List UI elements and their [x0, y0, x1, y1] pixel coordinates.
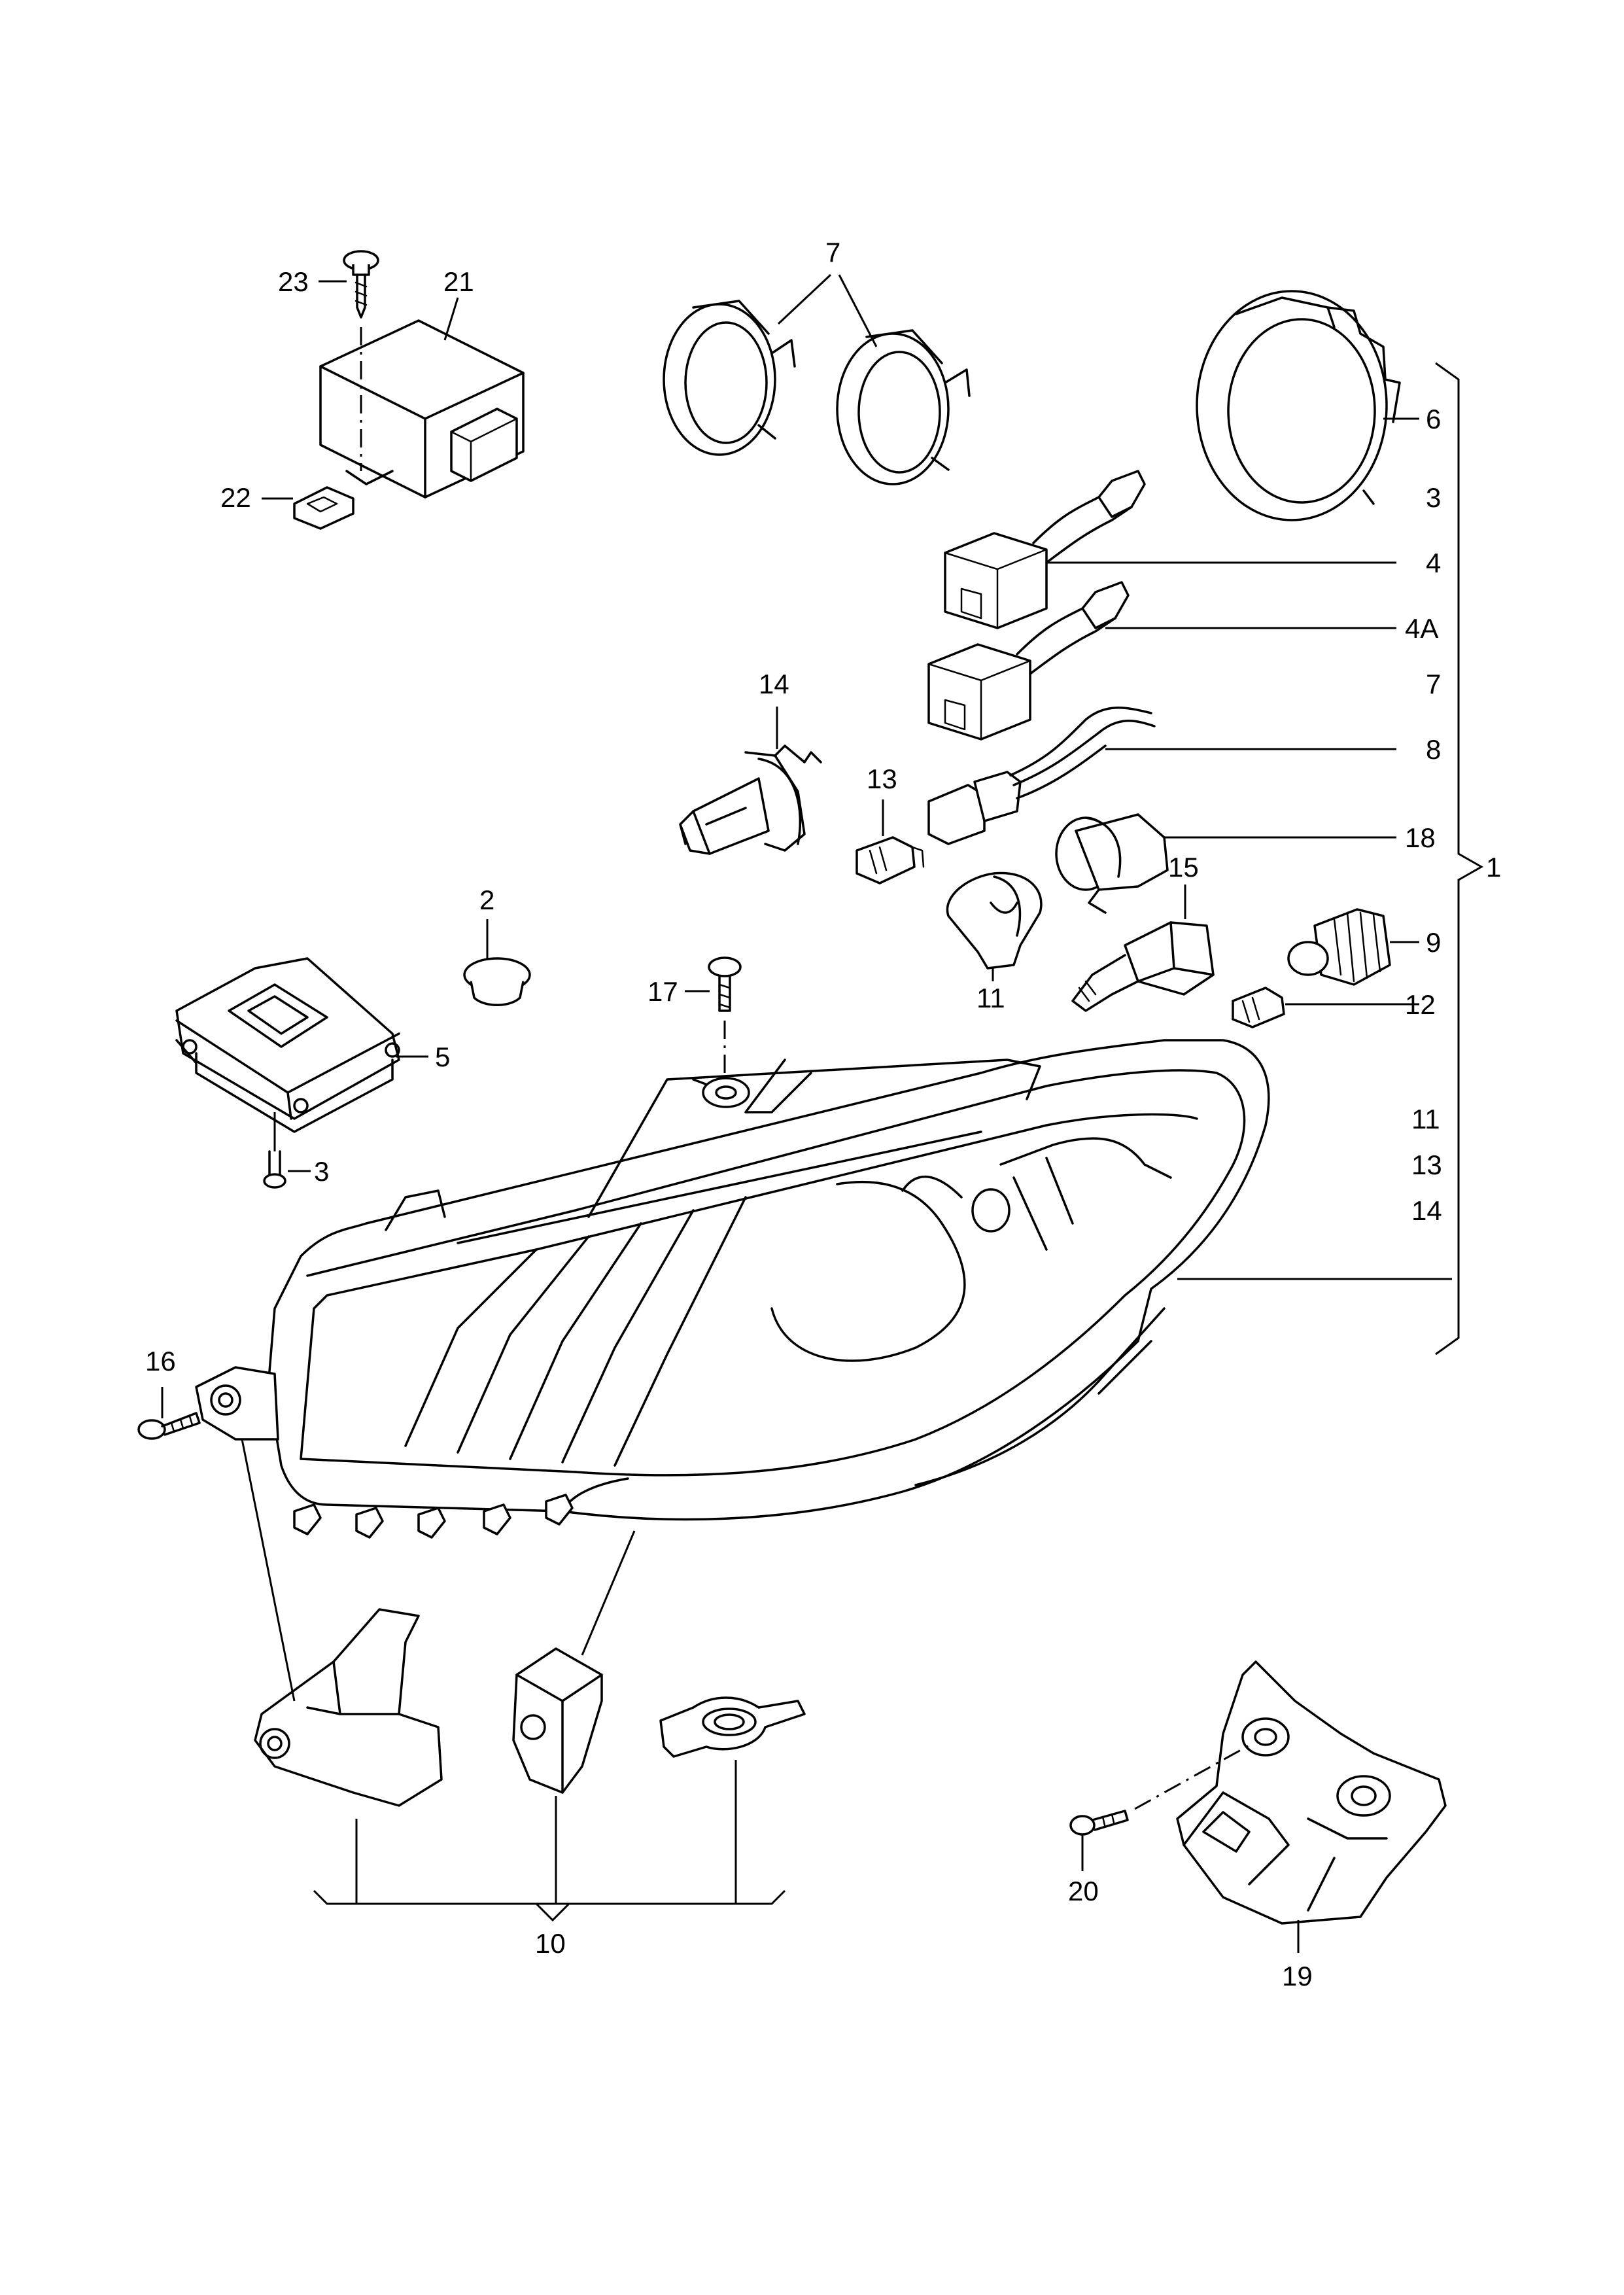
connector-4A [927, 581, 1130, 741]
socket-9 [1287, 908, 1391, 986]
label-1: 1 [1486, 852, 1501, 883]
label-7-right: 7 [1426, 669, 1441, 699]
label-12: 12 [1405, 989, 1436, 1020]
connector-4 [944, 470, 1146, 629]
clip-22 [293, 486, 354, 530]
bulb-13 [855, 836, 925, 885]
label-9: 9 [1426, 927, 1441, 958]
ballast-5 [175, 957, 400, 1133]
label-2: 2 [479, 885, 494, 915]
grommet-10c [659, 1696, 806, 1758]
label-14: 14 [759, 669, 789, 699]
label-23: 23 [278, 266, 309, 297]
label-11-right: 11 [1411, 1104, 1440, 1134]
screw-23 [343, 250, 379, 471]
label-5: 5 [435, 1042, 450, 1072]
label-22: 22 [220, 482, 251, 513]
label-13: 13 [867, 763, 897, 794]
label-6: 6 [1426, 404, 1441, 434]
label-7-top: 7 [825, 237, 840, 268]
label-4: 4 [1426, 548, 1441, 578]
label-17: 17 [648, 976, 678, 1007]
label-19: 19 [1282, 1961, 1313, 1991]
label-15: 15 [1168, 852, 1199, 883]
label-4A: 4A [1405, 613, 1438, 644]
ring-6 [1196, 290, 1401, 521]
label-10: 10 [535, 1928, 566, 1959]
screw-20 [1069, 1742, 1253, 1836]
ring-7b [836, 329, 971, 485]
socket-8 [927, 707, 1156, 845]
label-3: 3 [314, 1156, 329, 1187]
bracket-10b [512, 1647, 603, 1794]
label-3-right: 3 [1426, 482, 1441, 513]
label-13-right: 13 [1411, 1149, 1442, 1180]
label-18: 18 [1405, 822, 1436, 853]
label-20: 20 [1068, 1876, 1099, 1906]
bulb-12 [1232, 987, 1285, 1028]
bulb-holder-18 [1055, 813, 1169, 914]
control-unit-21 [319, 319, 525, 499]
plug-2 [463, 957, 531, 1006]
label-14-right: 14 [1411, 1195, 1442, 1226]
bulb-14 [679, 745, 822, 855]
headlight-housing-1 [195, 1039, 1270, 1539]
screw-16 [137, 1412, 201, 1440]
label-11: 11 [976, 983, 1005, 1013]
bracket-10a [254, 1608, 443, 1807]
screw-3 [263, 1150, 286, 1189]
bracket-19 [1176, 1660, 1447, 1925]
label-21: 21 [443, 266, 474, 297]
bulb-15 [1071, 921, 1215, 1012]
ring-7a [663, 300, 796, 456]
label-16: 16 [145, 1346, 176, 1376]
label-8: 8 [1426, 734, 1441, 765]
bulb-11 [946, 871, 1043, 970]
screw-17 [708, 956, 742, 1083]
